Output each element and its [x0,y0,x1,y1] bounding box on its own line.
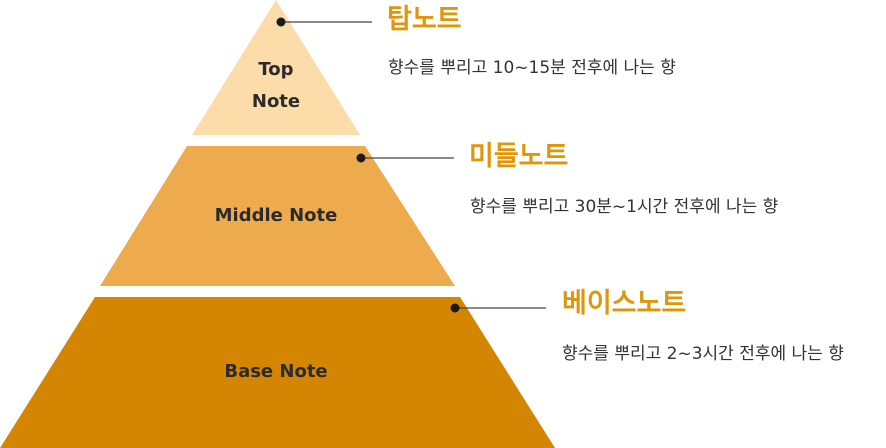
middle-note-description: 향수를 뿌리고 30분~1시간 전후에 나는 향 [470,197,779,217]
base-note-description: 향수를 뿌리고 2~3시간 전후에 나는 향 [562,344,844,364]
middle-note-label: Middle Note [214,205,338,226]
base-note-tier [0,297,555,448]
top-note-dot [276,17,286,27]
top-note-label: Top Note [216,54,336,118]
middle-note-dot [356,153,366,163]
base-note-dot [450,303,460,313]
middle-note-title: 미들노트 [469,141,569,172]
top-note-description: 향수를 뿌리고 10~15분 전후에 나는 향 [388,58,676,78]
top-note-tier [192,0,360,135]
middle-note-tier [100,146,455,286]
base-note-title: 베이스노트 [562,288,687,319]
base-note-label: Base Note [224,361,328,382]
top-note-title: 탑노트 [387,4,462,35]
top-note-label-line2: Note [251,91,301,112]
top-note-label-line1: Top [258,59,294,80]
